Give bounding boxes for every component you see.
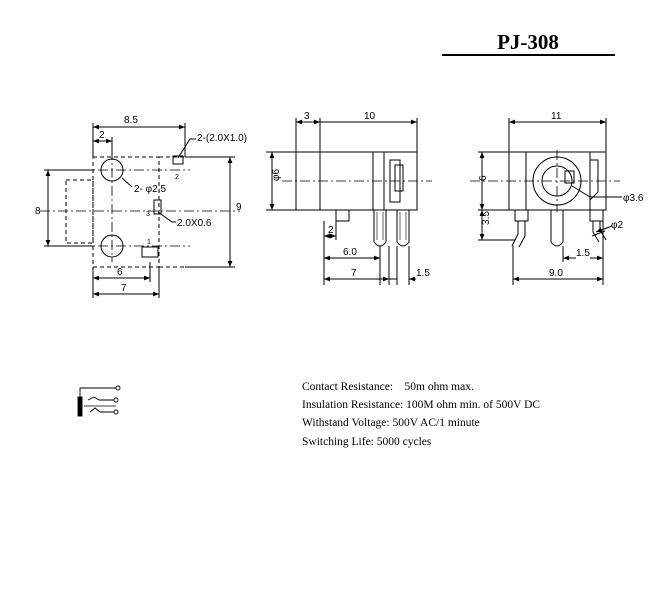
dim-side-pin-pitch: 1.5 (416, 268, 430, 279)
dim-bottom-outer: 7 (121, 283, 127, 294)
dim-front-pin-dia: φ2 (611, 220, 623, 231)
pin-pad-3 (153, 199, 162, 215)
dim-side-top-right: 10 (364, 111, 376, 122)
jack-schematic-symbol (77, 385, 121, 417)
dim-side-overall: 7 (351, 268, 357, 279)
dim-bottom-top-left: 2 (99, 130, 105, 141)
electrical-specifications: Contact Resistance: 50m ohm max. Insulat… (302, 378, 540, 451)
pin-label-1: 1 (147, 239, 151, 246)
dim-side-top-left: 3 (304, 111, 310, 122)
pin-label-2: 2 (175, 174, 179, 181)
dim-bottom-inner: 6 (117, 267, 123, 278)
side-pin-left (373, 210, 387, 247)
bottom-view: 8.5 2 2-(2.0X1.0) 2- φ2.5 2.0X0.6 8 9 6 … (35, 115, 247, 298)
dim-front-center-height: 6 (478, 175, 489, 181)
pin-label-3: 3 (146, 211, 150, 218)
side-pin-right (396, 210, 410, 247)
dim-side-pin-offset: 6.0 (343, 247, 357, 258)
side-pin-small (335, 209, 350, 222)
side-view: 3 10 φ6 2 6.0 7 1.5 (266, 111, 432, 285)
pin-pad-1 (141, 246, 159, 258)
dim-pin-note: 2-(2.0X1.0) (197, 133, 247, 144)
dim-front-bore: φ3.6 (623, 193, 644, 204)
bottom-view-outline (65, 156, 185, 268)
dim-front-top: 11 (551, 111, 562, 122)
part-number-title: PJ-308 (497, 30, 559, 54)
dim-front-pin-height: 3.5 (481, 211, 492, 225)
dim-hole: 2- φ2.5 (134, 184, 166, 195)
pin-pad-2 (172, 155, 184, 165)
dim-slot: 2.0X0.6 (177, 218, 212, 229)
spec-withstand-voltage: Withstand Voltage: 500V AC/1 minute (302, 417, 480, 430)
front-view: 11 6 φ3.6 3.5 φ2 1.5 9.0 (470, 111, 644, 285)
spec-insulation-resistance: Insulation Resistance: 100M ohm min. of … (302, 399, 541, 412)
spec-contact-resistance: Contact Resistance: 50m ohm max. (302, 381, 474, 393)
dim-bottom-right: 9 (236, 202, 242, 213)
dim-bottom-top: 8.5 (124, 115, 138, 126)
dim-side-pin-width: 2 (328, 225, 334, 236)
dim-bottom-left: 8 (35, 206, 41, 217)
dim-side-left: φ6 (271, 169, 282, 181)
dim-front-pin-pitch: 1.5 (576, 248, 590, 259)
spec-switching-life: Switching Life: 5000 cycles (302, 435, 432, 448)
dim-front-bottom: 9.0 (549, 268, 563, 279)
title-underline (442, 54, 615, 56)
